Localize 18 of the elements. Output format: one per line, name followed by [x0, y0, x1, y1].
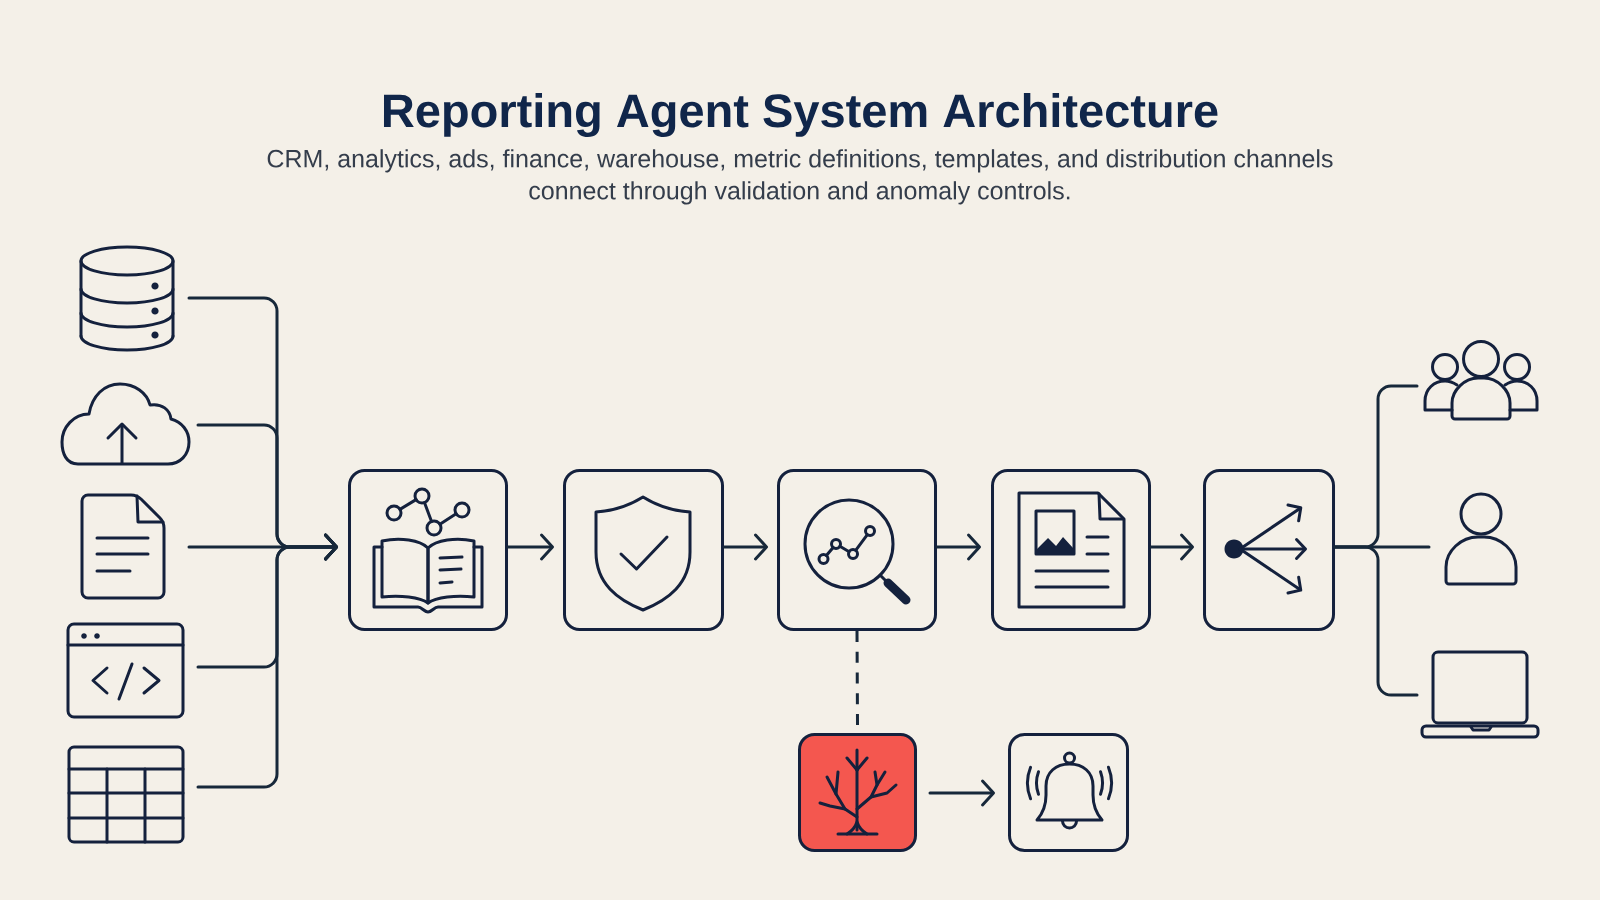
arrow: [1149, 533, 1194, 561]
subtitle: CRM, analytics, ads, finance, warehouse, metric definitions, templates, and distribution channels connect through validation and anomaly controls.: [267, 149, 1333, 205]
connector-line: [1333, 545, 1419, 697]
arrow: [506, 533, 554, 561]
document-icon: [80, 493, 166, 600]
title: Reporting Agent System Architecture: [384, 92, 1218, 137]
arrow: [935, 533, 981, 561]
laptop-icon: [1420, 650, 1540, 739]
arrow: [196, 533, 338, 789]
cloud-upload-icon: [60, 382, 191, 466]
person-icon: [1444, 492, 1518, 586]
code-window-icon: [66, 622, 185, 719]
dashed-connector: [855, 631, 859, 725]
table-icon: [67, 745, 185, 844]
database-icon: [79, 245, 175, 352]
people-group-icon: [1423, 340, 1539, 421]
arrow: [722, 533, 768, 561]
arrow: [928, 779, 995, 807]
